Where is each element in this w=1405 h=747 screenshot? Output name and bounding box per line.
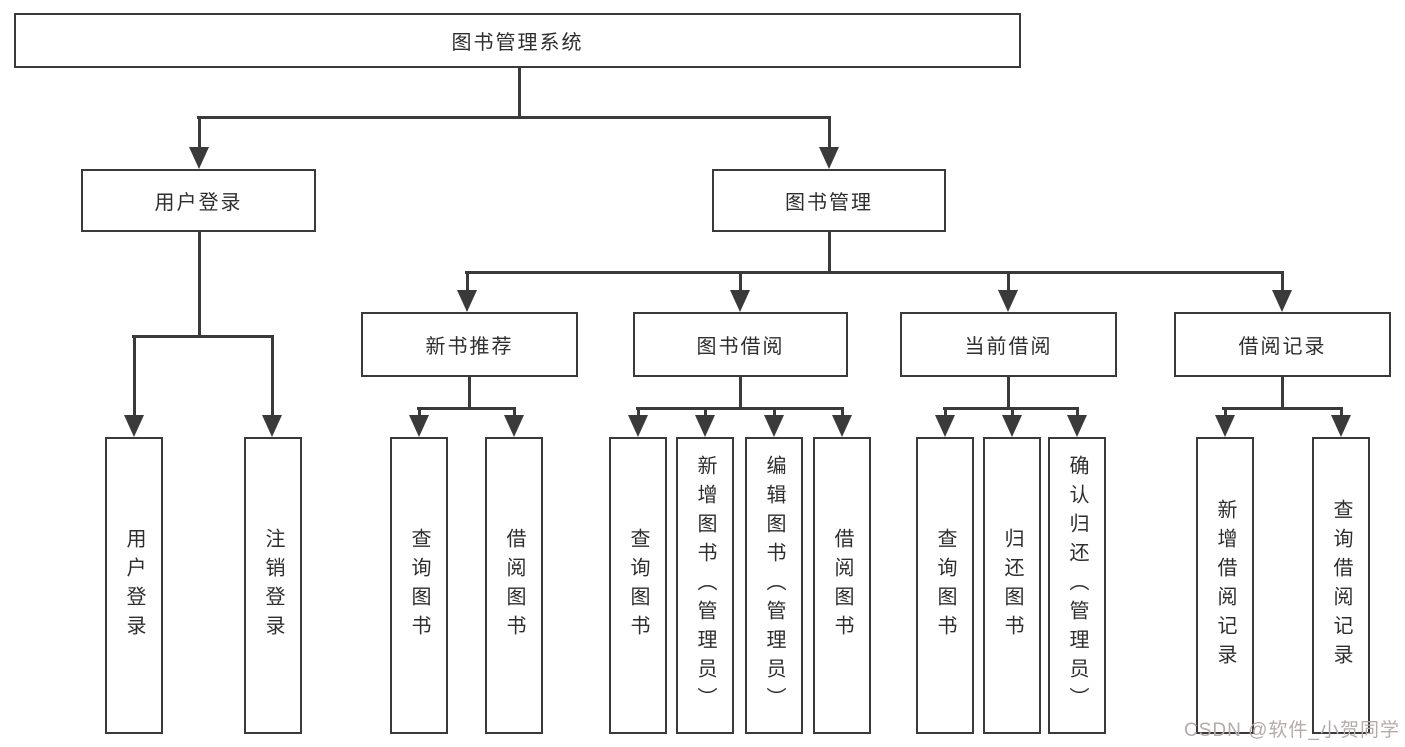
leaf-user-login: 用户登录: [105, 437, 163, 734]
arrowhead-icon: [409, 415, 429, 437]
connector-line: [467, 377, 471, 410]
leaf-query-borrow-record: 查询借阅记录: [1312, 437, 1370, 734]
connector-line: [417, 406, 516, 410]
connector-line: [1006, 271, 1010, 298]
arrowhead-icon: [628, 415, 648, 437]
connector-line: [636, 406, 844, 410]
arrowhead-icon: [262, 415, 282, 437]
connector-line: [1222, 406, 1343, 410]
connector-line: [465, 271, 469, 298]
leaf-query-books-3: 查询图书: [916, 437, 974, 734]
arrowhead-icon: [1331, 415, 1351, 437]
connector-line: [197, 117, 201, 155]
leaf-logout: 注销登录: [244, 437, 302, 734]
connector-line: [827, 232, 831, 274]
node-book-borrow: 图书借阅: [633, 312, 848, 377]
leaf-add-borrow-record: 新增借阅记录: [1196, 437, 1254, 734]
arrowhead-icon: [832, 415, 852, 437]
node-user-login: 用户登录: [81, 169, 316, 232]
connector-line: [197, 232, 201, 338]
connector-line: [132, 334, 274, 338]
arrowhead-icon: [730, 290, 750, 312]
arrowhead-icon: [1272, 290, 1292, 312]
connector-line: [517, 68, 521, 119]
leaf-query-books-2: 查询图书: [609, 437, 667, 734]
watermark: CSDN @软件_小贺同学: [1184, 720, 1400, 741]
node-root: 图书管理系统: [14, 13, 1021, 68]
connector-line: [1280, 271, 1284, 298]
connector-line: [738, 377, 742, 410]
leaf-borrow-books-1: 借阅图书: [485, 437, 543, 734]
leaf-add-book-admin: 新增图书（管理员）: [676, 437, 734, 734]
arrowhead-icon: [819, 147, 839, 169]
connector-line: [827, 117, 831, 155]
connector-line: [132, 335, 136, 423]
node-borrow-records: 借阅记录: [1174, 312, 1391, 377]
leaf-confirm-return-admin: 确认归还（管理员）: [1048, 437, 1106, 734]
node-book-management: 图书管理: [712, 169, 946, 232]
arrowhead-icon: [1215, 415, 1235, 437]
arrowhead-icon: [935, 415, 955, 437]
connector-line: [197, 115, 831, 119]
arrowhead-icon: [1067, 415, 1087, 437]
arrowhead-icon: [504, 415, 524, 437]
leaf-return-book: 归还图书: [983, 437, 1041, 734]
connector-line: [270, 335, 274, 423]
arrowhead-icon: [189, 147, 209, 169]
node-new-book-recommend: 新书推荐: [361, 312, 578, 377]
connector-line: [1280, 377, 1284, 410]
arrowhead-icon: [1002, 415, 1022, 437]
leaf-borrow-books-2: 借阅图书: [813, 437, 871, 734]
connector-line: [465, 270, 1284, 274]
connector-line: [1006, 377, 1010, 410]
node-current-borrow: 当前借阅: [900, 312, 1117, 377]
leaf-query-books-1: 查询图书: [390, 437, 448, 734]
arrowhead-icon: [457, 290, 477, 312]
arrowhead-icon: [764, 415, 784, 437]
arrowhead-icon: [695, 415, 715, 437]
connector-line: [738, 271, 742, 298]
arrowhead-icon: [124, 415, 144, 437]
arrowhead-icon: [998, 290, 1018, 312]
leaf-edit-book-admin: 编辑图书（管理员）: [745, 437, 803, 734]
